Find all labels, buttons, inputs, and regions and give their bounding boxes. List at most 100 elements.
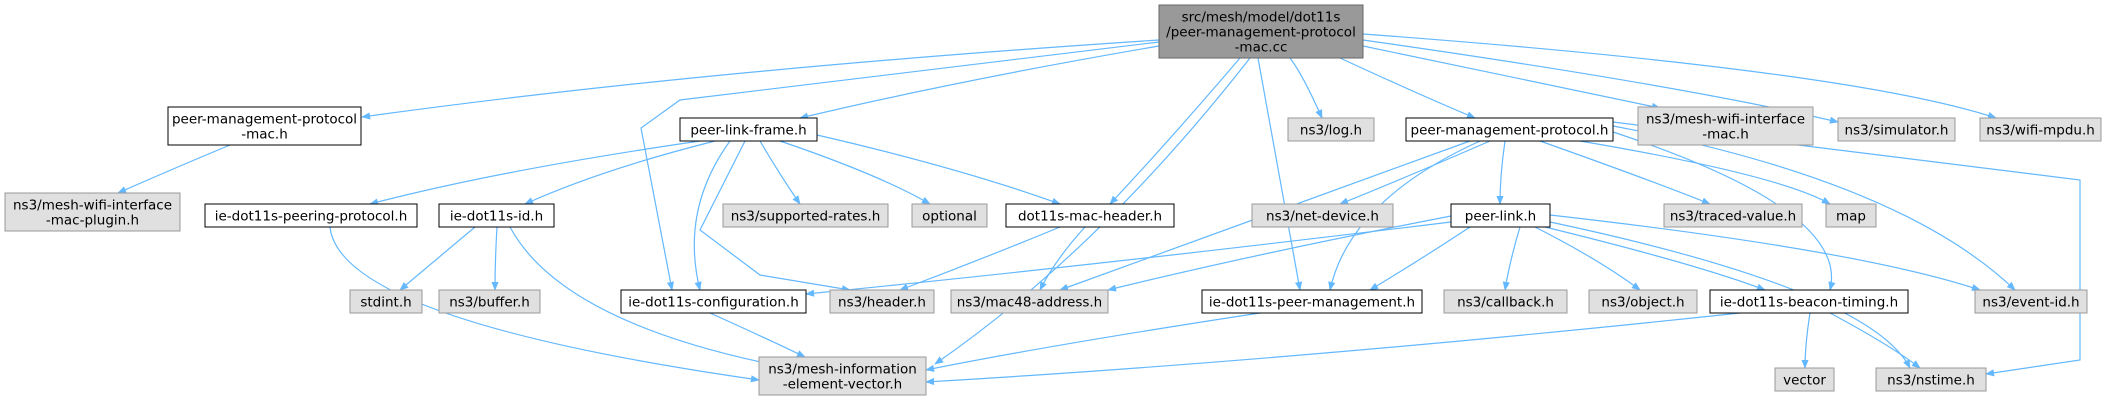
node-pmp-mac-h[interactable]: peer-management-protocol-mac.h <box>167 106 362 146</box>
edge-ie-beacon-timing-to-mesh-info-elem-vector <box>925 312 1741 386</box>
node-box <box>1979 117 2102 142</box>
node-box <box>4 192 181 232</box>
node-box <box>620 289 807 314</box>
edge-peer-link-h-to-object-h <box>1534 226 1641 291</box>
node-box <box>1158 4 1364 59</box>
node-box <box>1405 117 1614 142</box>
node-box <box>1637 106 1814 146</box>
node-ie-peering-protocol[interactable]: ie-dot11s-peering-protocol.h <box>204 203 418 228</box>
node-label-line: ie-dot11s-configuration.h <box>628 295 799 311</box>
node-vector: vector <box>1774 367 1835 392</box>
node-label-line: ns3/event-id.h <box>1982 295 2079 311</box>
node-label-line: ns3/traced-value.h <box>1670 209 1796 225</box>
edge-ie-id-to-buffer-h <box>491 226 499 291</box>
node-box <box>1450 203 1551 228</box>
node-supported-rates: ns3/supported-rates.h <box>722 203 889 228</box>
node-label-line: ns3/mesh-information <box>768 362 917 378</box>
node-box <box>1287 117 1375 142</box>
node-box <box>911 203 988 228</box>
node-log-h: ns3/log.h <box>1287 117 1375 142</box>
node-label-line: peer-link.h <box>1465 209 1536 225</box>
edge-ie-configuration-to-mesh-info-elem-vector <box>709 312 806 358</box>
node-pmp-h[interactable]: peer-management-protocol.h <box>1405 117 1614 142</box>
node-box <box>722 203 889 228</box>
node-label-line: vector <box>1783 373 1826 389</box>
node-label-line: ns3/mesh-wifi-interface <box>1646 112 1805 128</box>
node-label-line: /peer-management-protocol <box>1166 25 1356 41</box>
edge-peer-link-frame-h-to-header-h <box>699 140 851 293</box>
edge-root-to-peer-link-frame-h <box>799 45 1160 120</box>
edge-mac-header-to-header-h <box>899 226 1061 291</box>
node-net-device: ns3/net-device.h <box>1251 203 1394 228</box>
node-mesh-info-elem-vector: ns3/mesh-information-element-vector.h <box>758 356 927 396</box>
node-box <box>1251 203 1394 228</box>
node-label-line: optional <box>922 209 977 225</box>
node-wifi-mpdu-h: ns3/wifi-mpdu.h <box>1979 117 2102 142</box>
edge-peer-link-frame-h-to-ie-peering-protocol <box>369 140 701 206</box>
edge-pmp-h-to-map <box>1579 140 1831 205</box>
node-ie-peer-mgmt[interactable]: ie-dot11s-peer-management.h <box>1201 289 1423 314</box>
node-mac-header[interactable]: dot11s-mac-header.h <box>1005 203 1175 228</box>
edge-peer-link-frame-h-to-mac-header <box>816 134 1061 205</box>
node-box <box>758 356 927 396</box>
edge-peer-link-h-to-mac48 <box>1107 215 1452 292</box>
node-label-line: ns3/buffer.h <box>449 295 530 311</box>
node-ie-configuration[interactable]: ie-dot11s-configuration.h <box>620 289 807 314</box>
node-peer-link-h[interactable]: peer-link.h <box>1450 203 1551 228</box>
node-mesh-wifi-iface-mac: ns3/mesh-wifi-interface-mac.h <box>1637 106 1814 146</box>
edge-root-to-mesh-info-elem-vector <box>934 57 1251 365</box>
edge-pmp-mac-h-to-mesh-wifi-iface-mac-plugin <box>117 144 231 194</box>
node-label-line: ns3/simulator.h <box>1845 123 1949 139</box>
edge-mac-header-to-mac48 <box>1039 226 1086 291</box>
edge-root-to-mesh-wifi-iface-mac <box>1362 45 1661 110</box>
node-ie-id[interactable]: ie-dot11s-id.h <box>438 203 555 228</box>
node-label-line: peer-management-protocol <box>172 112 357 128</box>
node-event-id: ns3/event-id.h <box>1974 289 2088 314</box>
node-peer-link-frame-h[interactable]: peer-link-frame.h <box>679 117 818 142</box>
file-nodes: src/mesh/model/dot11s/peer-management-pr… <box>4 4 2102 396</box>
edge-root-to-ie-peer-mgmt <box>1257 57 1303 291</box>
node-label-line: peer-management-protocol.h <box>1411 123 1609 139</box>
node-box <box>950 289 1109 314</box>
node-box <box>1974 289 2088 314</box>
node-label-line: ns3/log.h <box>1300 123 1362 139</box>
node-label-line: ns3/header.h <box>838 295 926 311</box>
node-label-line: -mac.h <box>241 127 288 143</box>
node-label-line: ns3/nstime.h <box>1887 373 1975 389</box>
node-callback-h: ns3/callback.h <box>1443 289 1568 314</box>
node-optional: optional <box>911 203 988 228</box>
node-box <box>1875 367 1987 392</box>
node-label-line: ie-dot11s-id.h <box>450 209 543 225</box>
node-buffer-h: ns3/buffer.h <box>438 289 541 314</box>
node-traced-value: ns3/traced-value.h <box>1663 203 1803 228</box>
edge-peer-link-frame-h-to-ie-configuration <box>693 140 731 291</box>
node-stdint: stdint.h <box>349 289 423 314</box>
node-box <box>1774 367 1835 392</box>
node-label-line: ie-dot11s-peering-protocol.h <box>215 209 408 225</box>
node-label-line: -element-vector.h <box>783 377 902 393</box>
edge-peer-link-h-to-ie-configuration <box>805 221 1452 297</box>
node-label-line: peer-link-frame.h <box>690 123 806 139</box>
node-box <box>167 106 362 146</box>
node-box <box>1709 289 1909 314</box>
node-label-line: -mac.cc <box>1235 40 1288 56</box>
node-box <box>438 289 541 314</box>
edge-root-to-wifi-mpdu-h <box>1362 33 1997 119</box>
node-box <box>1837 117 1956 142</box>
node-object-h: ns3/object.h <box>1588 289 1698 314</box>
edge-peer-link-h-to-callback-h <box>1502 226 1521 291</box>
edge-ie-beacon-timing-to-vector <box>1801 312 1811 369</box>
node-label-line: ie-dot11s-beacon-timing.h <box>1720 295 1898 311</box>
node-label-line: map <box>1836 209 1866 225</box>
edge-ie-beacon-timing-to-nstime <box>1829 312 1921 369</box>
node-label-line: -mac.h <box>1702 127 1749 143</box>
node-simulator-h: ns3/simulator.h <box>1837 117 1956 142</box>
dependency-edges <box>117 33 2081 386</box>
node-root[interactable]: src/mesh/model/dot11s/peer-management-pr… <box>1158 4 1364 59</box>
edge-root-to-pmp-mac-h <box>361 39 1160 120</box>
edge-pmp-h-to-nstime <box>1612 121 2081 377</box>
node-label-line: ns3/wifi-mpdu.h <box>1986 123 2095 139</box>
node-label-line: stdint.h <box>360 295 411 311</box>
node-ie-beacon-timing[interactable]: ie-dot11s-beacon-timing.h <box>1709 289 1909 314</box>
node-label-line: ns3/supported-rates.h <box>731 209 881 225</box>
